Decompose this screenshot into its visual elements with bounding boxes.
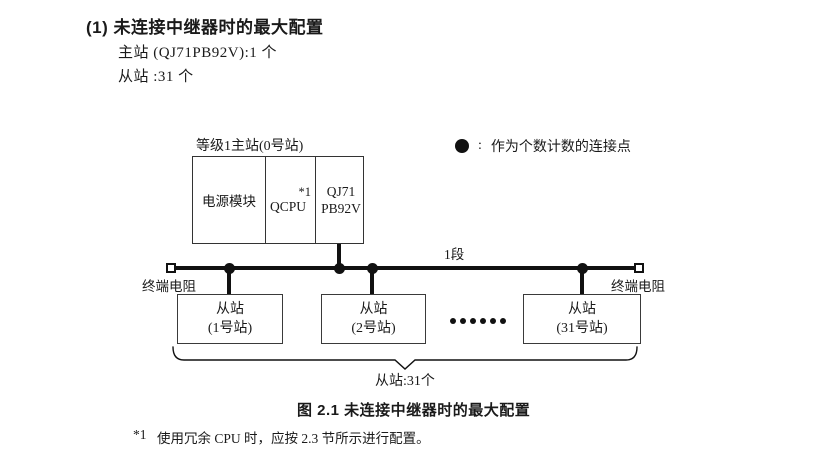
master-drop-line [337,244,341,268]
terminating-resistor-left-icon [166,263,176,273]
cpu-label: QCPU [270,198,307,214]
slave31-drop-line [580,268,584,294]
figure-caption: 图 2.1 未连接中继器时的最大配置 [297,402,531,419]
brace-label: 从站:31个 [375,374,435,389]
slave-2-line2: (2号站) [351,321,396,336]
connection-point-icon [455,139,469,153]
power-module-cell: 电源模块 [193,157,266,243]
slave-count-line: 从站 :31 个 [118,69,194,85]
footnote: *1 使用冗余 CPU 时，应按 2.3 节所示进行配置。 [133,427,430,447]
slave-2-line1: 从站 [359,302,388,317]
terminating-resistor-right-label: 终端电阻 [611,279,665,294]
profibus-module-cell: QJ71 PB92V [316,157,362,243]
cpu-cell: *1 QCPU [266,157,316,243]
terminating-resistor-right-icon [634,263,644,273]
slave-31-line2: (31号站) [556,321,608,336]
profibus-module-line1: QJ71 [326,184,356,199]
brace-graphic [172,346,638,370]
slave2-drop-line [370,268,374,294]
legend: : 作为个数计数的连接点 [455,136,631,156]
slave-station-31-box: 从站 (31号站) [523,294,641,344]
master-station-label: 等级1主站(0号站) [196,139,304,154]
bus-segment-line [175,266,636,270]
connection-dot [367,263,378,274]
cpu-footnote-ref: *1 [298,184,312,199]
connection-dot [334,263,345,274]
slave-station-1-box: 从站 (1号站) [177,294,283,344]
master-station-box: 电源模块 *1 QCPU QJ71 PB92V [192,156,364,244]
slave1-drop-line [227,268,231,294]
footnote-text: 使用冗余 CPU 时，应按 2.3 节所示进行配置。 [157,431,430,446]
slave-1-line2: (1号站) [207,321,253,336]
connection-dot [577,263,588,274]
section-heading: (1) 未连接中继器时的最大配置 [86,18,324,37]
master-count-line: 主站 (QJ71PB92V):1 个 [118,45,278,61]
ellipsis-dots [450,318,506,324]
profibus-module-line2: PB92V [321,201,361,216]
slave-station-2-box: 从站 (2号站) [321,294,426,344]
slave-31-line1: 从站 [568,302,596,317]
connection-dot [224,263,235,274]
slave-1-line1: 从站 [216,302,244,317]
segment-label: 1段 [444,247,465,262]
legend-text: 作为个数计数的连接点 [490,140,631,155]
terminating-resistor-left-label: 终端电阻 [142,279,196,294]
footnote-marker: *1 [133,427,147,442]
legend-separator: : [478,138,482,153]
